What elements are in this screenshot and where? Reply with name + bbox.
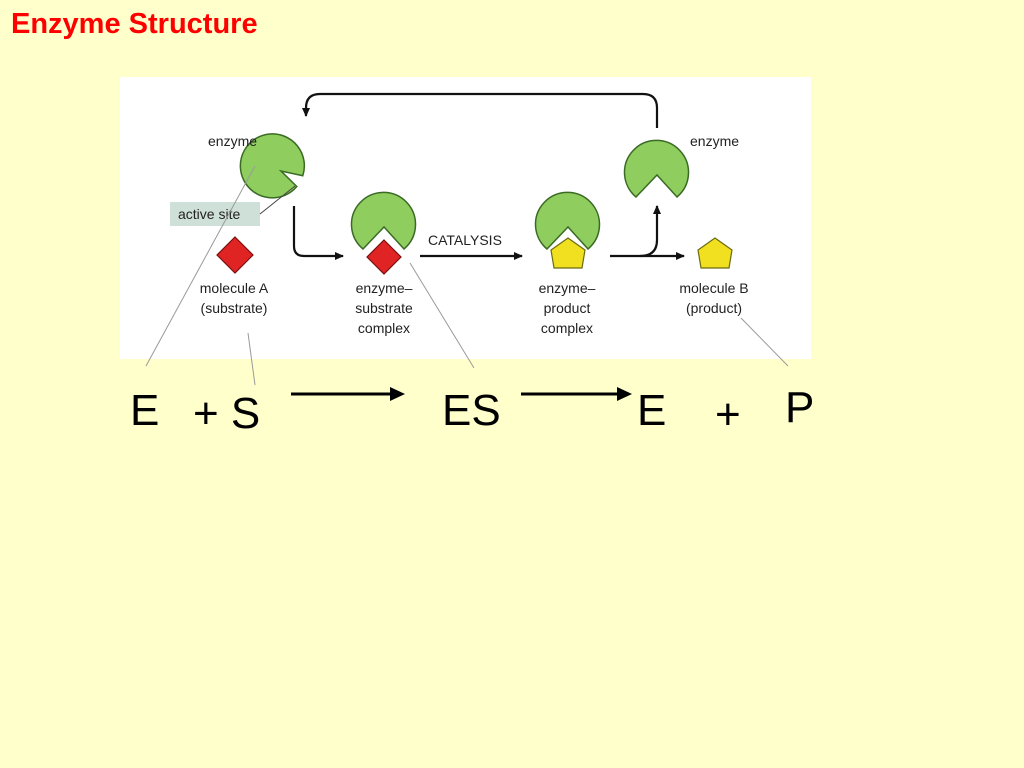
molecule-a-label-1: molecule A — [200, 280, 269, 296]
es-label-1: enzyme– — [356, 280, 413, 296]
ep-label-1: enzyme– — [539, 280, 596, 296]
equation-arrowhead-1 — [390, 387, 405, 401]
recycle-arrow — [302, 92, 659, 128]
es-label-3: complex — [358, 320, 410, 336]
slide-title: Enzyme Structure — [11, 8, 258, 40]
ep-label-2: product — [544, 300, 591, 316]
binding-arrow — [292, 206, 344, 260]
connector-s — [247, 332, 256, 386]
connector-e — [145, 165, 256, 367]
equation-es: ES — [442, 386, 501, 435]
molecule-b-label-2: (product) — [686, 300, 742, 316]
es-enzyme-shape — [350, 191, 417, 251]
enzyme-right-shape — [623, 139, 690, 199]
enzyme-right-label: enzyme — [690, 133, 739, 149]
enzyme-left-shape — [239, 133, 306, 199]
ep-product-shape — [550, 237, 586, 269]
active-site-label: active site — [178, 206, 240, 222]
release-arrow-enzyme — [639, 205, 661, 258]
enzyme-left-label: enzyme — [208, 133, 257, 149]
connector-es — [409, 262, 475, 369]
es-substrate-shape — [366, 239, 402, 275]
catalysis-label: CATALYSIS — [428, 232, 502, 248]
equation-plus: + — [715, 390, 741, 439]
equation-p: P — [785, 383, 815, 432]
molecule-b-label-1: molecule B — [679, 280, 748, 296]
molecule-a-label-2: (substrate) — [201, 300, 268, 316]
active-site-box — [170, 202, 260, 226]
active-site-pointer — [259, 185, 296, 215]
equation-e1: E — [130, 386, 160, 435]
equation-arrowhead-2 — [617, 387, 632, 401]
molecule-b-shape — [697, 237, 733, 269]
equation-plus-s: + S — [193, 389, 261, 438]
equation-e2: E — [637, 386, 667, 435]
ep-label-3: complex — [541, 320, 593, 336]
es-label-2: substrate — [355, 300, 413, 316]
molecule-a-shape — [216, 236, 254, 274]
connector-p — [740, 317, 789, 367]
ep-enzyme-shape — [534, 191, 601, 251]
